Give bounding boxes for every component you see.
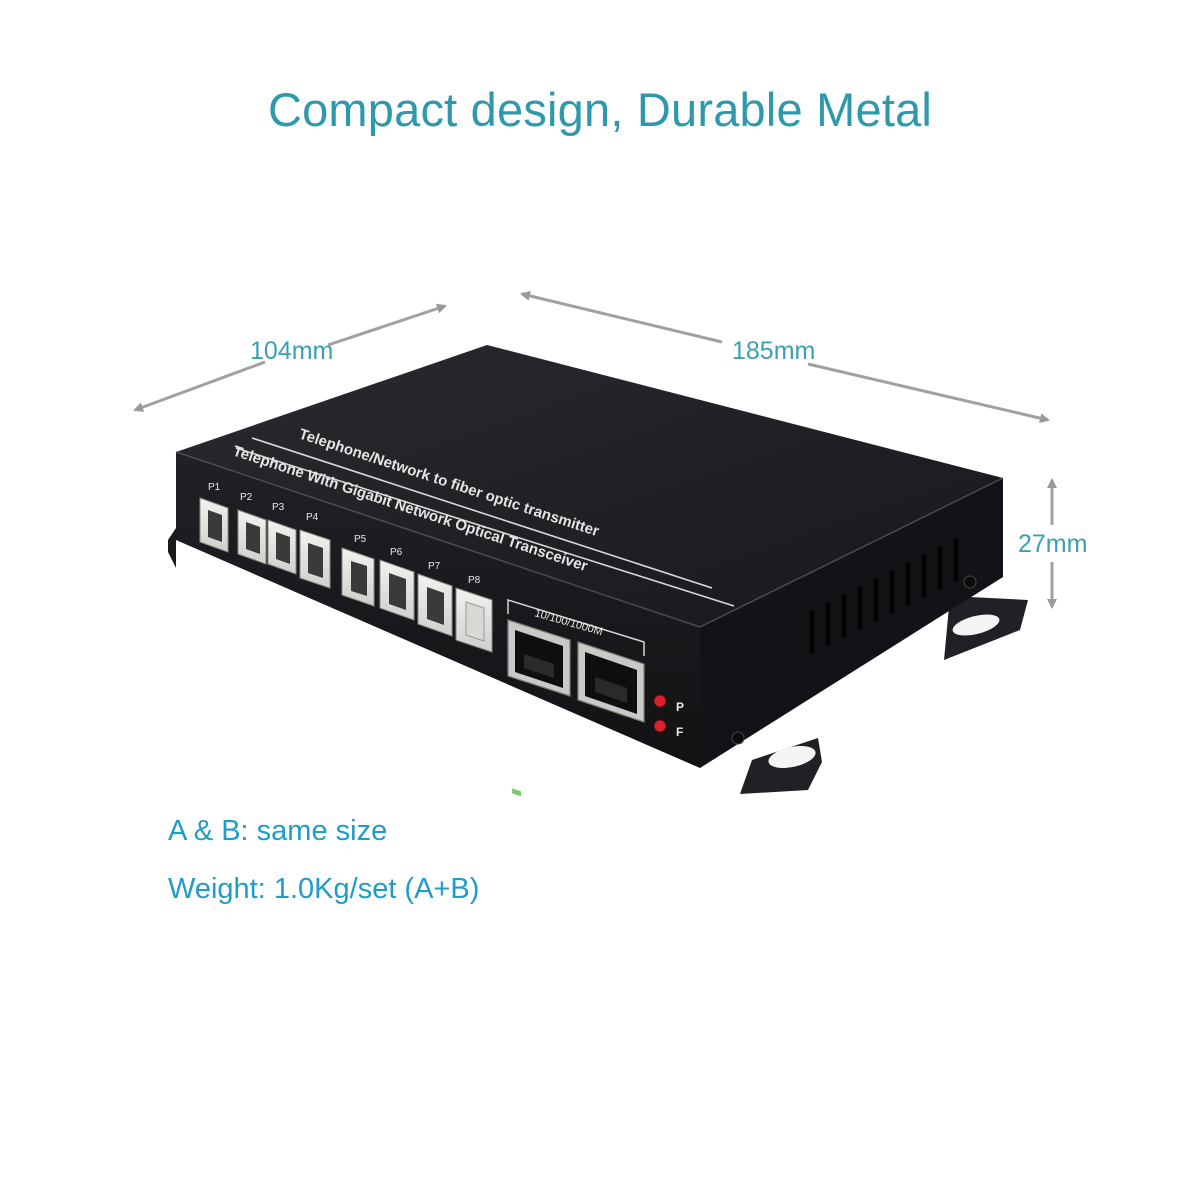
screw-icon [731, 731, 745, 745]
depth-dimension-label: 104mm [250, 337, 334, 365]
screw-icon [963, 575, 977, 589]
length-dimension-label: 185mm [732, 337, 816, 365]
flange-slot [768, 746, 816, 768]
ethernet-bracket [507, 598, 645, 656]
power-led-label: P [676, 700, 684, 714]
phone-port-label: P5 [354, 534, 367, 545]
phone-port-label: P8 [468, 575, 481, 586]
phone-port-label: P6 [390, 547, 403, 558]
flange-slot [952, 614, 1000, 636]
fault-led-label: F [676, 725, 683, 739]
phone-port-label: P1 [208, 482, 221, 493]
phone-port-label: P3 [272, 502, 285, 513]
fault-led-icon [653, 719, 667, 733]
phone-jack-group-1 [199, 497, 331, 589]
weight-note: Weight: 1.0Kg/set (A+B) [168, 873, 480, 905]
device-top-face [176, 345, 1003, 627]
same-size-note: A & B: same size [168, 815, 388, 847]
length-arrow [520, 291, 1050, 424]
depth-arrow [133, 303, 447, 412]
device-body: Telephone/Network to fiber optic transmi… [168, 345, 1028, 797]
phone-jack-group-2 [341, 547, 493, 653]
phone-port-label: P2 [240, 492, 253, 503]
phone-port-label: P7 [428, 561, 441, 572]
ventilation-slots [809, 537, 959, 655]
headline: Compact design, Durable Metal [267, 83, 933, 136]
height-dimension-label: 27mm [1018, 530, 1088, 558]
ethernet-port-2 [577, 641, 645, 723]
ethernet-port-1 [507, 619, 571, 797]
power-led-icon [653, 694, 667, 708]
device-side-face [700, 478, 1003, 768]
phone-port-label: P4 [306, 512, 319, 523]
